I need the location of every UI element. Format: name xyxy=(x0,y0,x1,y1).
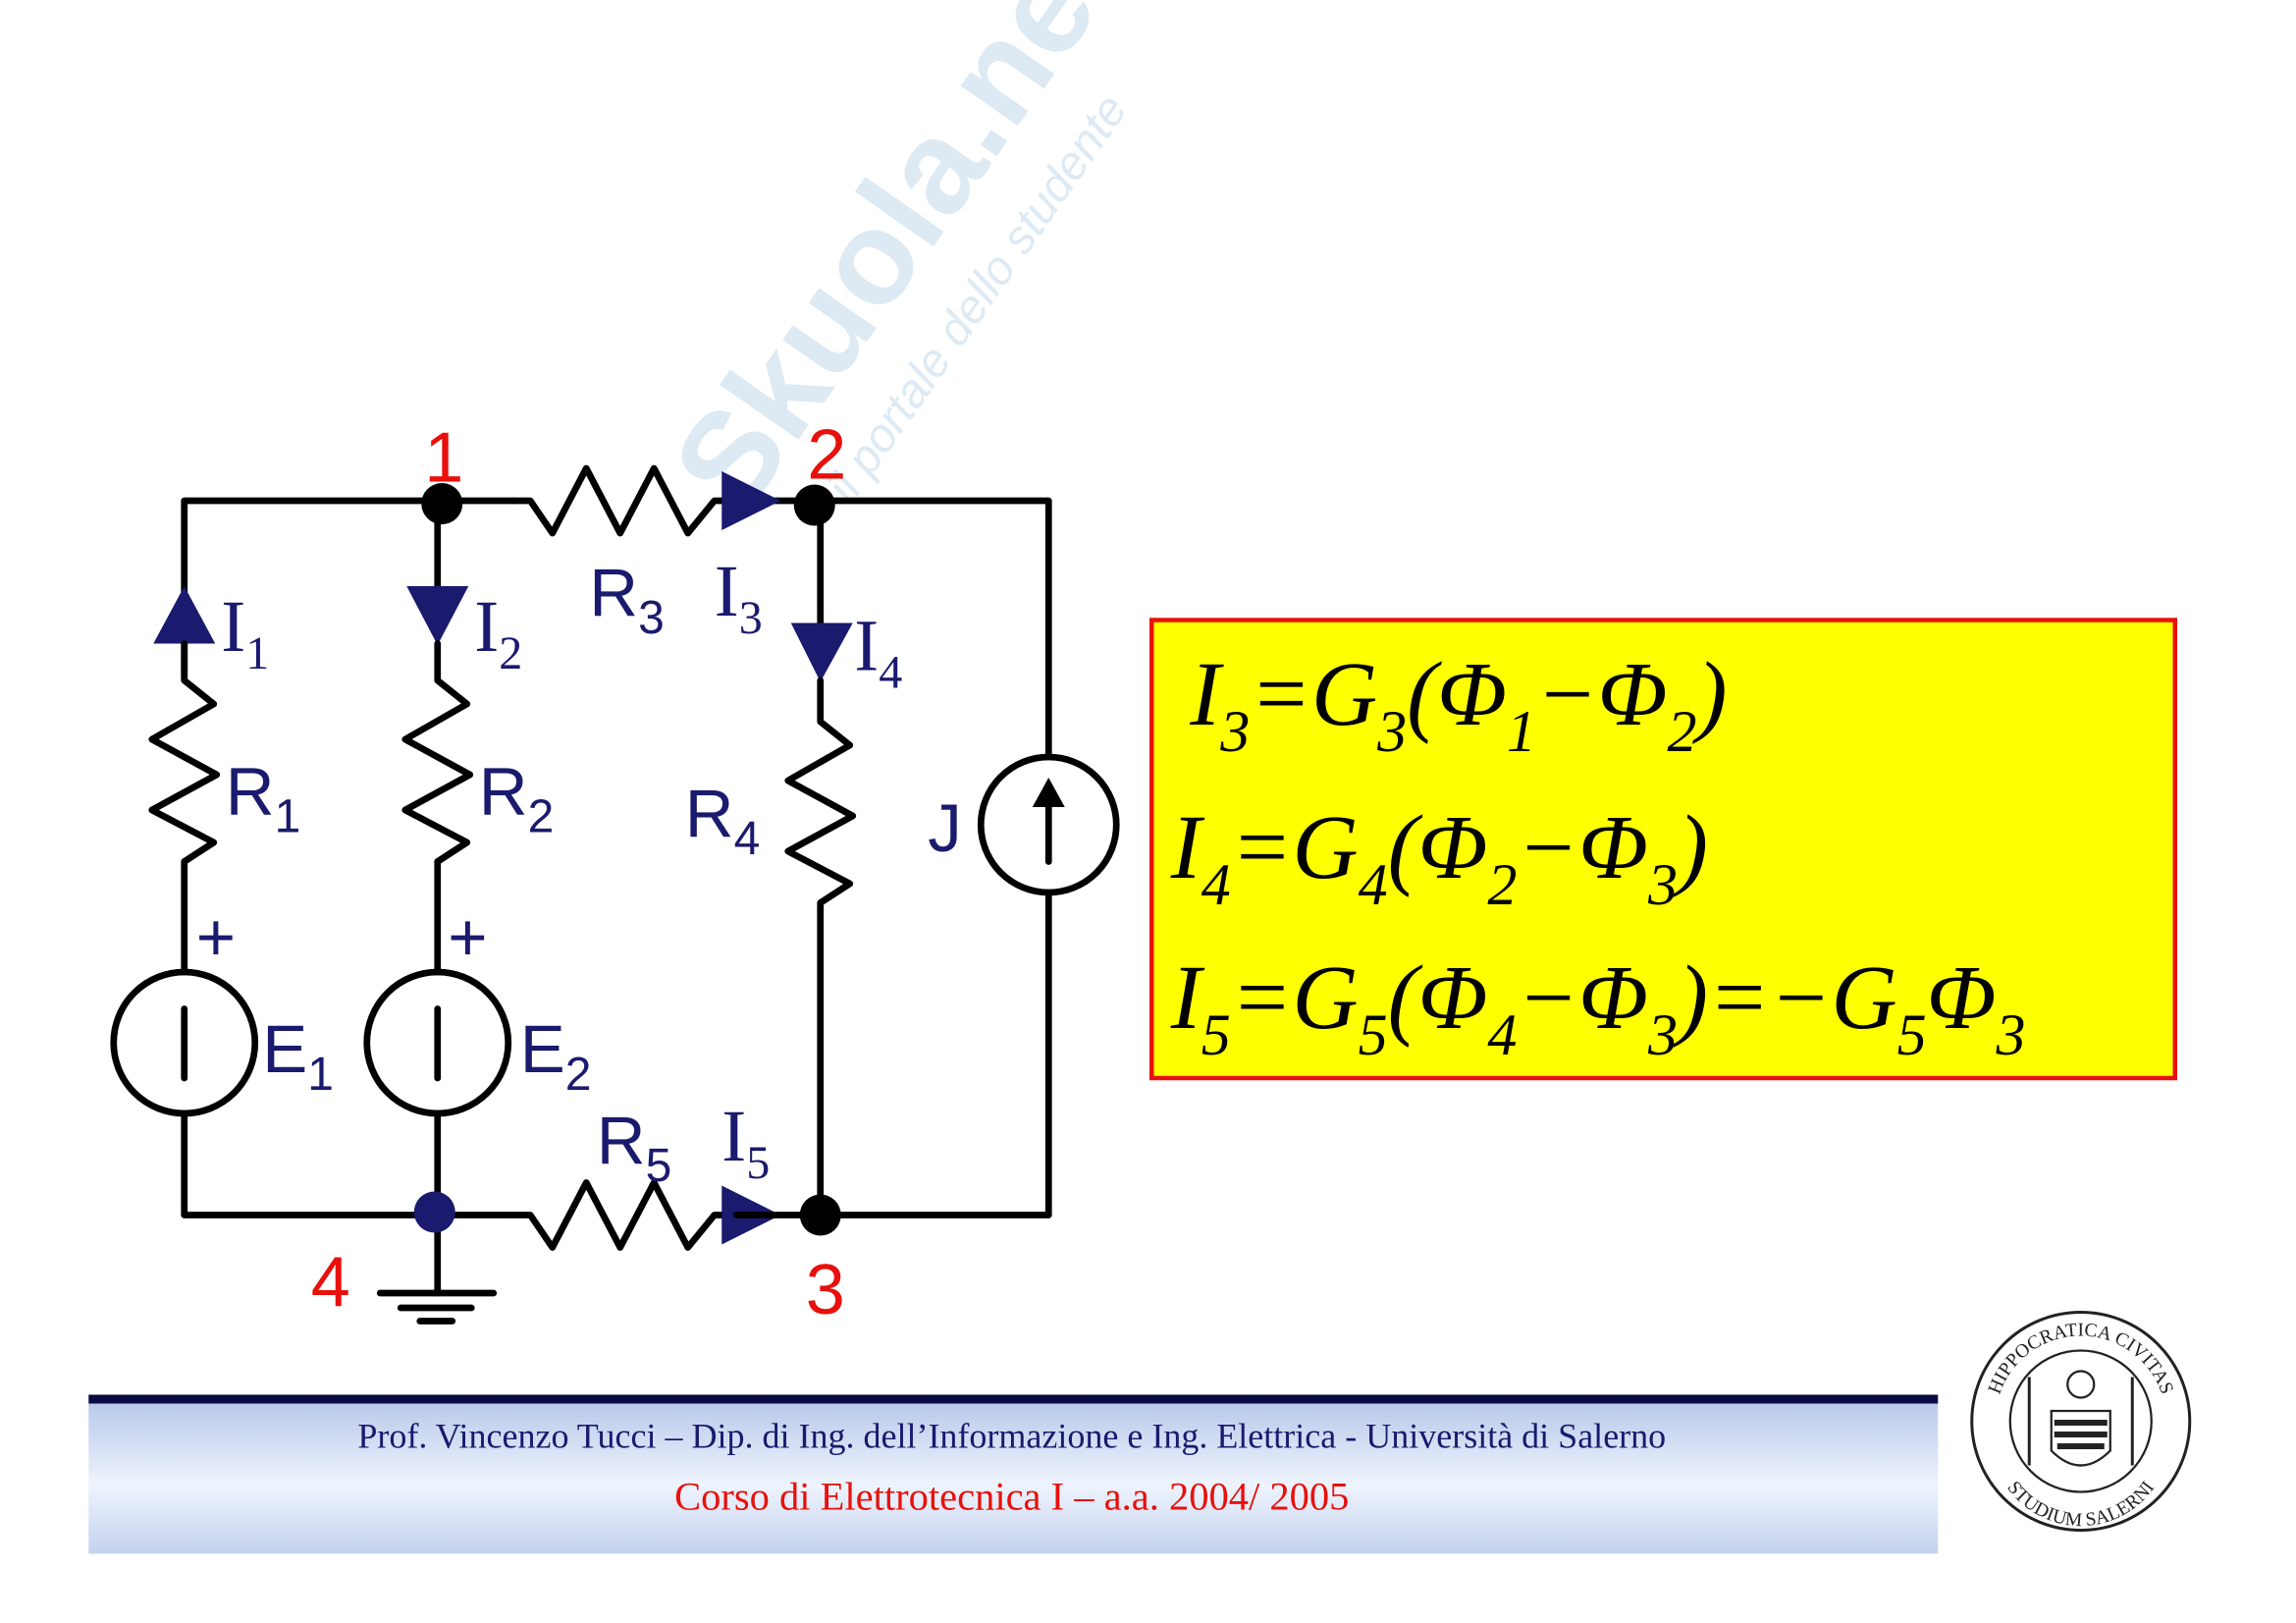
node-3-dot xyxy=(799,1194,841,1236)
equation-subscript: 5 xyxy=(1201,1002,1231,1067)
circuit: + + 1 2 xyxy=(110,416,1120,1329)
equation-term: Φ xyxy=(1927,947,1997,1049)
node-1-label: 1 xyxy=(424,419,463,498)
equation-subscript: 4 xyxy=(1201,852,1231,917)
label-r5: R5 xyxy=(597,1103,672,1192)
equation-term: =G xyxy=(1231,797,1359,898)
label-j: J xyxy=(928,790,962,866)
node-2-label: 2 xyxy=(807,416,846,495)
equation-subscript: 2 xyxy=(1667,699,1696,764)
node-4-dot xyxy=(413,1191,455,1233)
label-i3: I3 xyxy=(715,551,763,644)
j-arrow-icon xyxy=(1032,778,1065,807)
label-r1: R1 xyxy=(226,754,301,843)
equation-term: I xyxy=(1189,644,1224,745)
arrow-i4 xyxy=(790,622,853,682)
resistor-r5 xyxy=(508,1179,740,1251)
label-e1: E1 xyxy=(262,1011,334,1101)
equation-subscript: 5 xyxy=(1359,1002,1388,1067)
equation-subscript: 1 xyxy=(1507,699,1536,764)
equation-term: )=−G xyxy=(1673,947,1897,1049)
node-2-dot xyxy=(793,484,835,526)
label-r3: R3 xyxy=(589,555,665,644)
label-i4: I4 xyxy=(854,606,902,699)
equation-subscript: 5 xyxy=(1897,1002,1927,1067)
arrow-i2 xyxy=(406,586,469,645)
equation-term: I xyxy=(1170,947,1205,1049)
equation-term: −Φ xyxy=(1517,947,1648,1049)
label-i5: I5 xyxy=(721,1096,770,1189)
arrow-i1 xyxy=(153,586,216,644)
equation-i4: I4=G4(Φ2−Φ3) xyxy=(1170,797,1708,917)
label-r2: R2 xyxy=(479,754,555,843)
equation-i3: I3=G3(Φ1−Φ2) xyxy=(1189,644,1727,764)
equation-subscript: 3 xyxy=(1219,699,1250,764)
arrow-i3 xyxy=(721,471,781,530)
equation-term: (Φ xyxy=(1388,797,1488,898)
equation-term: ) xyxy=(1673,797,1708,898)
resistor-r2 xyxy=(401,640,474,976)
equation-subscript: 2 xyxy=(1487,852,1517,917)
equation-term: =G xyxy=(1231,947,1359,1049)
equation-term: ) xyxy=(1691,644,1727,745)
label-r4: R4 xyxy=(685,776,761,865)
node-1-dot xyxy=(421,483,463,524)
plus-e2: + xyxy=(448,899,487,975)
equation-subscript: 3 xyxy=(1995,1002,2025,1067)
node-4-label: 4 xyxy=(311,1244,350,1323)
node-3-label: 3 xyxy=(806,1251,845,1329)
plus-e1: + xyxy=(196,899,236,975)
equation-term: (Φ xyxy=(1407,644,1507,745)
equation-term: −Φ xyxy=(1517,797,1648,898)
label-i1: I1 xyxy=(221,586,269,679)
ground-icon xyxy=(376,1289,498,1325)
footer: Prof. Vincenzo Tucci – Dip. di Ing. dell… xyxy=(88,1394,1939,1554)
equation-i5: I5=G5(Φ4−Φ3)=−G5Φ3 xyxy=(1170,947,2026,1067)
equation-subscript: 3 xyxy=(1376,699,1407,764)
footer-course: Corso di Elettrotecnica I – a.a. 2004/ 2… xyxy=(674,1475,1349,1519)
equation-term: I xyxy=(1170,797,1205,898)
equation-term: (Φ xyxy=(1388,947,1488,1049)
label-e2: E2 xyxy=(520,1011,592,1101)
equation-term: =G xyxy=(1250,644,1377,745)
resistor-r1 xyxy=(148,640,221,976)
resistor-r3 xyxy=(508,464,740,537)
equation-subscript: 4 xyxy=(1487,1002,1517,1067)
equation-subscript: 3 xyxy=(1647,852,1678,917)
resistor-r4 xyxy=(784,676,857,1218)
wire-left-bottom xyxy=(181,1109,516,1218)
wire-right xyxy=(817,889,1052,1218)
label-i2: I2 xyxy=(474,586,522,679)
equation-subscript: 3 xyxy=(1647,1002,1678,1067)
equation-subscript: 4 xyxy=(1359,852,1388,917)
equations-box: I3=G3(Φ1−Φ2) I4=G4(Φ2−Φ3) I5=G5(Φ4−Φ3)=−… xyxy=(1149,618,2177,1081)
university-seal: HIPPOCRATICA CIVITAS STUDIUM SALERNI xyxy=(1970,1311,2192,1532)
equation-term: −Φ xyxy=(1536,644,1668,745)
footer-author: Prof. Vincenzo Tucci – Dip. di Ing. dell… xyxy=(357,1417,1666,1456)
